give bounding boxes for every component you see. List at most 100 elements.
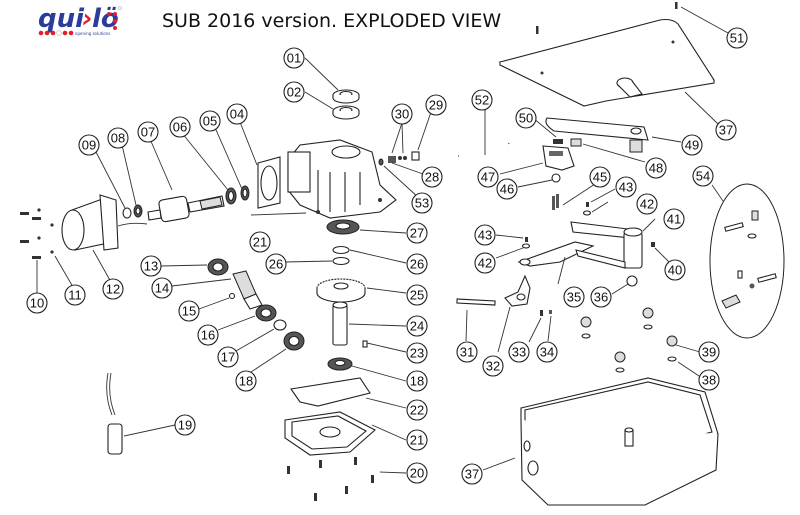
svg-text:12: 12 <box>106 282 120 297</box>
part-screws-20 <box>287 457 374 501</box>
part-screws-43-washers-42 <box>521 202 592 249</box>
callout-35[interactable]: 35 <box>563 286 585 308</box>
part-pin-31 <box>456 298 496 306</box>
callout-18-left[interactable]: 18 <box>235 370 257 392</box>
callout-30[interactable]: 30 <box>391 103 413 125</box>
callout-15[interactable]: 15 <box>178 300 200 322</box>
callout-52[interactable]: 52 <box>471 89 493 111</box>
svg-text:48: 48 <box>649 161 663 176</box>
part-small-screw <box>536 26 539 34</box>
callout-20[interactable]: 20 <box>406 462 428 484</box>
callout-18-right[interactable]: 18 <box>406 370 428 392</box>
part-screw-51 <box>675 2 678 9</box>
callout-04[interactable]: 04 <box>226 103 248 125</box>
callout-01[interactable]: 01 <box>283 47 305 69</box>
callout-14[interactable]: 14 <box>151 277 173 299</box>
callout-46[interactable]: 46 <box>496 178 518 200</box>
svg-text:51: 51 <box>730 31 744 46</box>
svg-text:07: 07 <box>141 125 155 140</box>
callout-41[interactable]: 41 <box>663 208 685 230</box>
callout-42-right[interactable]: 42 <box>636 193 658 215</box>
callout-47[interactable]: 47 <box>477 166 499 188</box>
callout-51[interactable]: 51 <box>726 27 748 49</box>
callout-34[interactable]: 34 <box>536 341 558 363</box>
callout-39[interactable]: 39 <box>698 341 720 363</box>
callout-26-right[interactable]: 26 <box>406 253 428 275</box>
callout-21-top[interactable]: 21 <box>249 231 271 253</box>
svg-text:30: 30 <box>395 107 409 122</box>
callout-53[interactable]: 53 <box>411 192 433 214</box>
callout-05[interactable]: 05 <box>199 110 221 132</box>
callout-09[interactable]: 09 <box>78 134 100 156</box>
part-clamp-32 <box>504 274 531 307</box>
callout-36[interactable]: 36 <box>590 286 612 308</box>
svg-text:09: 09 <box>82 138 96 153</box>
svg-text:22: 22 <box>410 403 424 418</box>
part-bearing-08-ring-09 <box>122 204 143 219</box>
callout-45[interactable]: 45 <box>589 166 611 188</box>
callout-32[interactable]: 32 <box>482 355 504 377</box>
callout-33[interactable]: 33 <box>508 341 530 363</box>
callout-31[interactable]: 31 <box>456 341 478 363</box>
svg-text:11: 11 <box>68 288 82 303</box>
callout-23[interactable]: 23 <box>406 342 428 364</box>
callout-21-bottom[interactable]: 21 <box>406 429 428 451</box>
callout-27[interactable]: 27 <box>406 222 428 244</box>
callout-25[interactable]: 25 <box>406 284 428 306</box>
part-gearbox-housing <box>287 139 397 219</box>
callout-02[interactable]: 02 <box>283 81 305 103</box>
svg-text:06: 06 <box>173 120 187 135</box>
svg-text:42: 42 <box>478 256 492 271</box>
svg-text:24: 24 <box>410 319 424 334</box>
part-worm-screw <box>232 270 263 310</box>
callout-12[interactable]: 12 <box>102 278 124 300</box>
svg-text:28: 28 <box>425 170 439 185</box>
callout-43-right[interactable]: 43 <box>615 176 637 198</box>
svg-text:41: 41 <box>667 212 681 227</box>
callout-50[interactable]: 50 <box>515 107 537 129</box>
callout-06[interactable]: 06 <box>169 116 191 138</box>
callout-10[interactable]: 10 <box>26 292 48 314</box>
callout-37-top[interactable]: 37 <box>715 119 737 141</box>
svg-text:40: 40 <box>668 263 682 278</box>
svg-text:49: 49 <box>685 138 699 153</box>
callout-38[interactable]: 38 <box>698 369 720 391</box>
part-output-arm <box>517 221 643 269</box>
callout-43-left[interactable]: 43 <box>474 224 496 246</box>
svg-text:01: 01 <box>287 51 301 66</box>
callout-48[interactable]: 48 <box>645 157 667 179</box>
callout-07[interactable]: 07 <box>137 121 159 143</box>
callout-19[interactable]: 19 <box>174 414 196 436</box>
callout-16[interactable]: 16 <box>197 324 219 346</box>
callout-28[interactable]: 28 <box>421 166 443 188</box>
svg-text:08: 08 <box>111 131 125 146</box>
part-lever-arm <box>545 117 649 153</box>
callout-24[interactable]: 24 <box>406 315 428 337</box>
callout-49[interactable]: 49 <box>681 134 703 156</box>
svg-text:16: 16 <box>201 328 215 343</box>
callout-26-left[interactable]: 26 <box>265 253 287 275</box>
callout-17[interactable]: 17 <box>217 346 239 368</box>
callout-11[interactable]: 11 <box>64 284 86 306</box>
svg-text:34: 34 <box>540 345 554 360</box>
svg-text:19: 19 <box>178 418 192 433</box>
svg-text:23: 23 <box>410 346 424 361</box>
callout-54[interactable]: 54 <box>692 165 714 187</box>
svg-text:14: 14 <box>155 281 169 296</box>
callout-29[interactable]: 29 <box>425 94 447 116</box>
callout-22[interactable]: 22 <box>406 399 428 421</box>
svg-text:42: 42 <box>640 197 654 212</box>
part-ball-36 <box>626 275 638 287</box>
callout-13[interactable]: 13 <box>140 255 162 277</box>
logo-chevron: › <box>82 4 93 34</box>
callout-42-left[interactable]: 42 <box>474 252 496 274</box>
callout-40[interactable]: 40 <box>664 259 686 281</box>
svg-text:26: 26 <box>269 257 283 272</box>
part-ring-17 <box>273 319 287 331</box>
part-gear-16 <box>255 304 277 322</box>
callout-08[interactable]: 08 <box>107 127 129 149</box>
callout-37-bottom[interactable]: 37 <box>461 463 483 485</box>
svg-text:32: 32 <box>486 359 500 374</box>
logo-dots <box>38 6 122 36</box>
